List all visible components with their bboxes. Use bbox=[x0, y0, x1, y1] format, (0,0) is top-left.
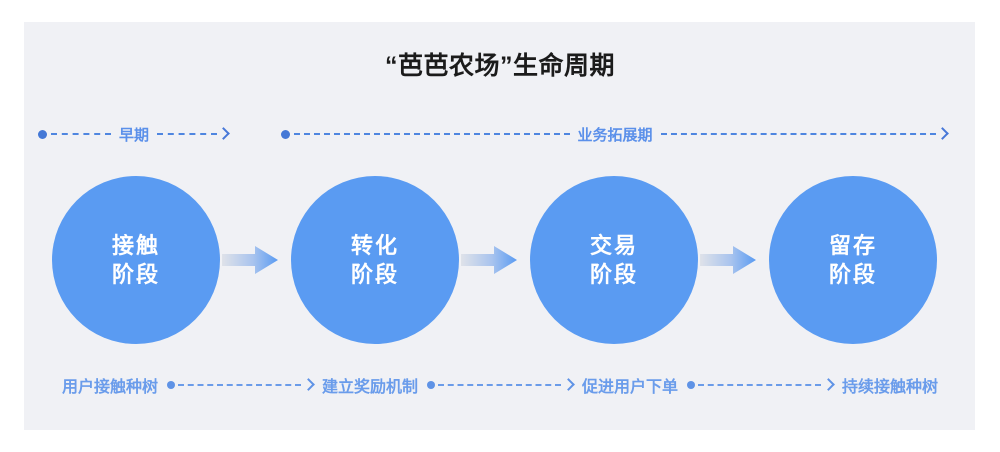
phase-segment-expansion: 业务拓展期 bbox=[281, 120, 947, 148]
caption-connector bbox=[158, 379, 322, 391]
caption-reward: 建立奖励机制 bbox=[322, 379, 419, 396]
stage-row: 接触 阶段 转化 阶段 bbox=[0, 176, 1000, 348]
stage-label-line2: 阶段 bbox=[350, 262, 399, 287]
node-dot-icon bbox=[427, 381, 436, 389]
caption-retention: 持续接触种树 bbox=[842, 379, 939, 396]
caption-band: 用户接触种树 建立奖励机制 促进用户下单 持续接触种树 bbox=[0, 372, 1000, 398]
stage-circle-conversion[interactable]: 转化 阶段 bbox=[291, 176, 459, 344]
stage-label-line2: 阶段 bbox=[589, 262, 638, 287]
stage-label-line1: 接触 bbox=[111, 232, 160, 258]
phase-segment-early: 早期 bbox=[38, 120, 228, 148]
chevron-right-icon bbox=[304, 379, 313, 391]
phase-label-expansion: 业务拓展期 bbox=[577, 126, 653, 144]
dashed-line bbox=[178, 384, 301, 386]
stage-label-line2: 阶段 bbox=[111, 262, 160, 287]
dashed-line bbox=[157, 133, 218, 135]
caption-order: 促进用户下单 bbox=[582, 379, 679, 396]
phase-band: 早期 业务拓展期 bbox=[0, 120, 1000, 148]
page-title: “芭芭农场”生命周期 bbox=[384, 52, 615, 80]
stage-circle-retention[interactable]: 留存 阶段 bbox=[769, 176, 937, 344]
stage-label-line2: 阶段 bbox=[828, 262, 877, 287]
chevron-right-icon bbox=[938, 128, 947, 141]
dashed-line bbox=[660, 133, 937, 135]
stage-circle-transaction[interactable]: 交易 阶段 bbox=[530, 176, 698, 344]
node-dot-icon bbox=[167, 381, 176, 389]
chevron-right-icon bbox=[824, 379, 833, 391]
block-arrow-right-icon bbox=[461, 244, 517, 276]
stage-label-line1: 转化 bbox=[350, 232, 399, 258]
caption-contact: 用户接触种树 bbox=[62, 379, 159, 396]
dashed-line bbox=[51, 133, 111, 135]
node-dot-icon bbox=[687, 381, 696, 389]
dashed-line bbox=[698, 384, 821, 386]
block-arrow-right-icon bbox=[222, 244, 278, 276]
block-arrow-right-icon bbox=[700, 244, 756, 276]
dashed-line bbox=[294, 133, 570, 135]
chevron-right-icon bbox=[564, 379, 573, 391]
dashed-line bbox=[438, 384, 561, 386]
stage-label-line1: 交易 bbox=[589, 232, 638, 258]
chevron-right-icon bbox=[219, 128, 228, 141]
node-dot-icon bbox=[281, 129, 290, 139]
phase-label-early: 早期 bbox=[119, 126, 150, 144]
caption-connector bbox=[418, 379, 582, 391]
stage-circle-contact[interactable]: 接触 阶段 bbox=[52, 176, 220, 344]
caption-connector bbox=[678, 379, 842, 391]
stage-label-line1: 留存 bbox=[828, 232, 877, 258]
node-dot-icon bbox=[38, 129, 47, 139]
